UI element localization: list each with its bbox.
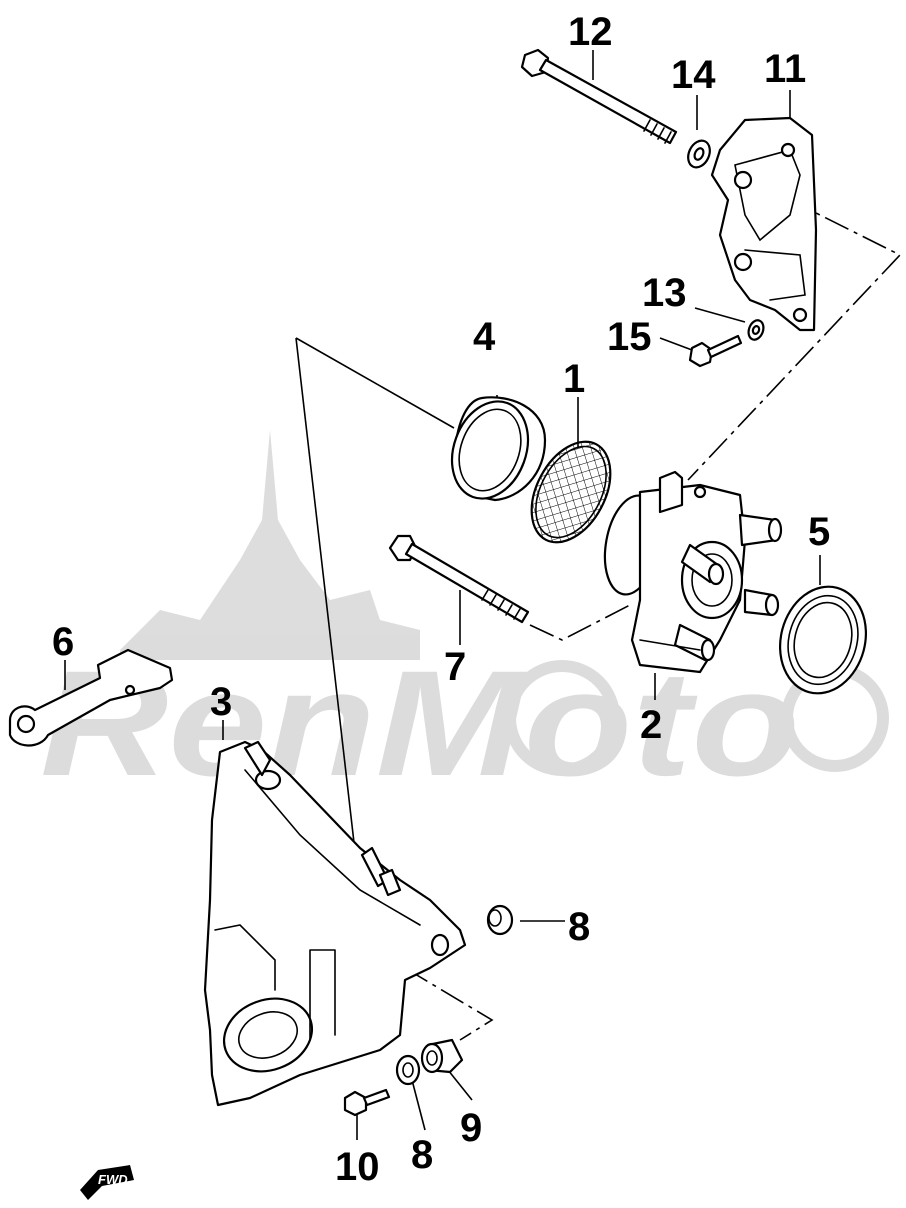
part-4-ring <box>450 396 547 502</box>
part-12-bolt <box>520 48 678 145</box>
callout-6: 6 <box>52 620 74 664</box>
callout-8-upper: 8 <box>568 905 590 949</box>
callout-labels: 1 2 3 4 5 6 7 8 8 9 10 11 12 13 14 15 <box>52 10 830 1189</box>
part-13-washer <box>747 319 765 341</box>
part-2-housing <box>603 470 783 674</box>
callout-3: 3 <box>210 680 232 724</box>
callout-10: 10 <box>335 1145 380 1189</box>
callout-14: 14 <box>671 53 716 97</box>
callout-13: 13 <box>642 271 687 315</box>
part-11-bracket <box>710 116 818 332</box>
part-1-mesh-filter <box>530 440 612 544</box>
part-8-grommet-upper <box>486 904 514 936</box>
part-3-cover <box>203 740 467 1107</box>
part-15-bolt <box>688 334 743 368</box>
fwd-label: FWD <box>98 1172 128 1187</box>
callout-12: 12 <box>568 10 613 54</box>
callout-9: 9 <box>460 1106 482 1150</box>
part-6-plate <box>8 648 174 747</box>
callout-11: 11 <box>764 47 806 91</box>
callout-1: 1 <box>563 357 585 401</box>
part-5-seal-ring <box>778 585 868 695</box>
part-7-bolt <box>388 534 530 624</box>
callout-2: 2 <box>640 703 662 747</box>
callout-5: 5 <box>808 510 830 554</box>
callout-7: 7 <box>444 645 466 689</box>
callout-15: 15 <box>607 315 652 359</box>
callout-8-lower: 8 <box>411 1133 433 1177</box>
part-14-washer <box>687 139 711 169</box>
part-9-collar <box>420 1038 464 1074</box>
callout-4: 4 <box>473 315 496 359</box>
fwd-arrow-icon: FWD <box>80 1165 134 1200</box>
part-8-washer-lower <box>395 1054 421 1086</box>
part-10-screw <box>343 1088 391 1117</box>
